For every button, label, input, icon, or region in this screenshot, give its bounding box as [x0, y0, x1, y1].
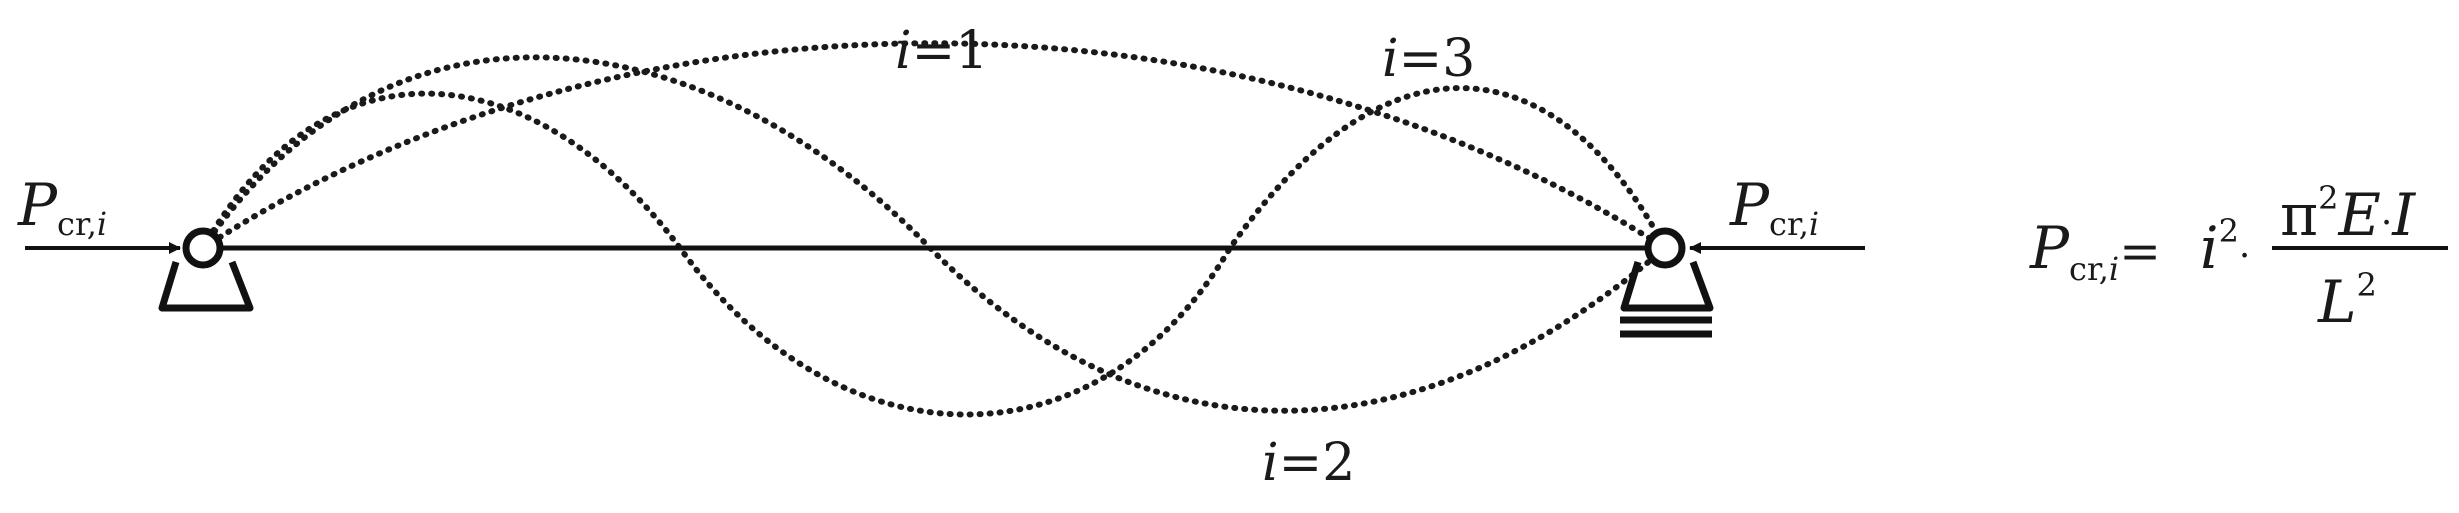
- formula-denominator: L2: [2317, 266, 2377, 336]
- formula-factor: i2·: [2200, 212, 2250, 282]
- pinned-support-left: [158, 260, 254, 312]
- load-label-right: Pcr,i: [1729, 171, 1819, 243]
- roller-support-right: [1620, 260, 1714, 312]
- critical-load-formula: Pcr,i= i2· π2E·I L2: [2029, 179, 2448, 336]
- mode-label-1: i=1: [895, 21, 988, 81]
- formula-numerator: π2E·I: [2280, 179, 2416, 249]
- mode-shape-1: [200, 40, 1668, 251]
- formula-lhs: Pcr,i=: [2029, 214, 2161, 288]
- mode-shape-2: [200, 54, 1668, 414]
- hinge-right: [1644, 227, 1686, 269]
- hinge-left: [182, 227, 224, 269]
- mode-label-3: i=3: [1382, 29, 1475, 89]
- mode-label-2: i=2: [1262, 433, 1355, 493]
- load-label-left: Pcr,i: [17, 171, 107, 243]
- mode-shape-3: [200, 85, 1668, 418]
